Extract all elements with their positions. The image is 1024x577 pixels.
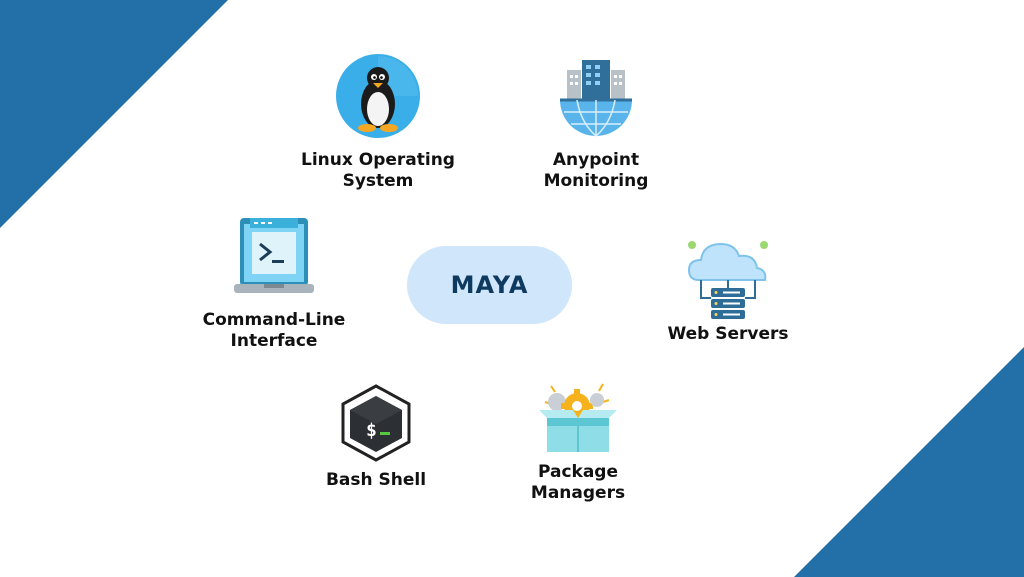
bottom-right-corner-triangle — [794, 347, 1024, 577]
node-cli-label: Command-Line Interface — [202, 310, 346, 351]
node-anypoint: Anypoint Monitoring — [516, 58, 676, 192]
top-left-corner-triangle — [0, 0, 228, 228]
globe-building-icon — [560, 60, 632, 137]
node-web: Web Servers — [648, 236, 808, 345]
bash-shell-icon: $ — [341, 384, 411, 462]
node-bash-label: Bash Shell — [325, 470, 427, 490]
cloud-server-icon — [687, 241, 768, 319]
node-linux: Linux Operating System — [298, 52, 458, 192]
svg-text:$: $ — [366, 420, 377, 441]
terminal-laptop-icon — [234, 218, 314, 293]
node-cli: Command-Line Interface — [194, 216, 354, 352]
node-web-label: Web Servers — [667, 324, 789, 344]
center-node: MAYA — [407, 246, 572, 324]
node-linux-label: Linux Operating System — [301, 150, 455, 191]
node-bash: $ Bash Shell — [296, 384, 456, 491]
penguin-icon — [336, 54, 420, 138]
node-anypoint-label: Anypoint Monitoring — [543, 150, 649, 191]
package-box-icon — [539, 383, 617, 452]
node-package: Package Managers — [498, 380, 658, 504]
node-package-label: Package Managers — [530, 462, 626, 503]
center-label: MAYA — [450, 271, 529, 299]
